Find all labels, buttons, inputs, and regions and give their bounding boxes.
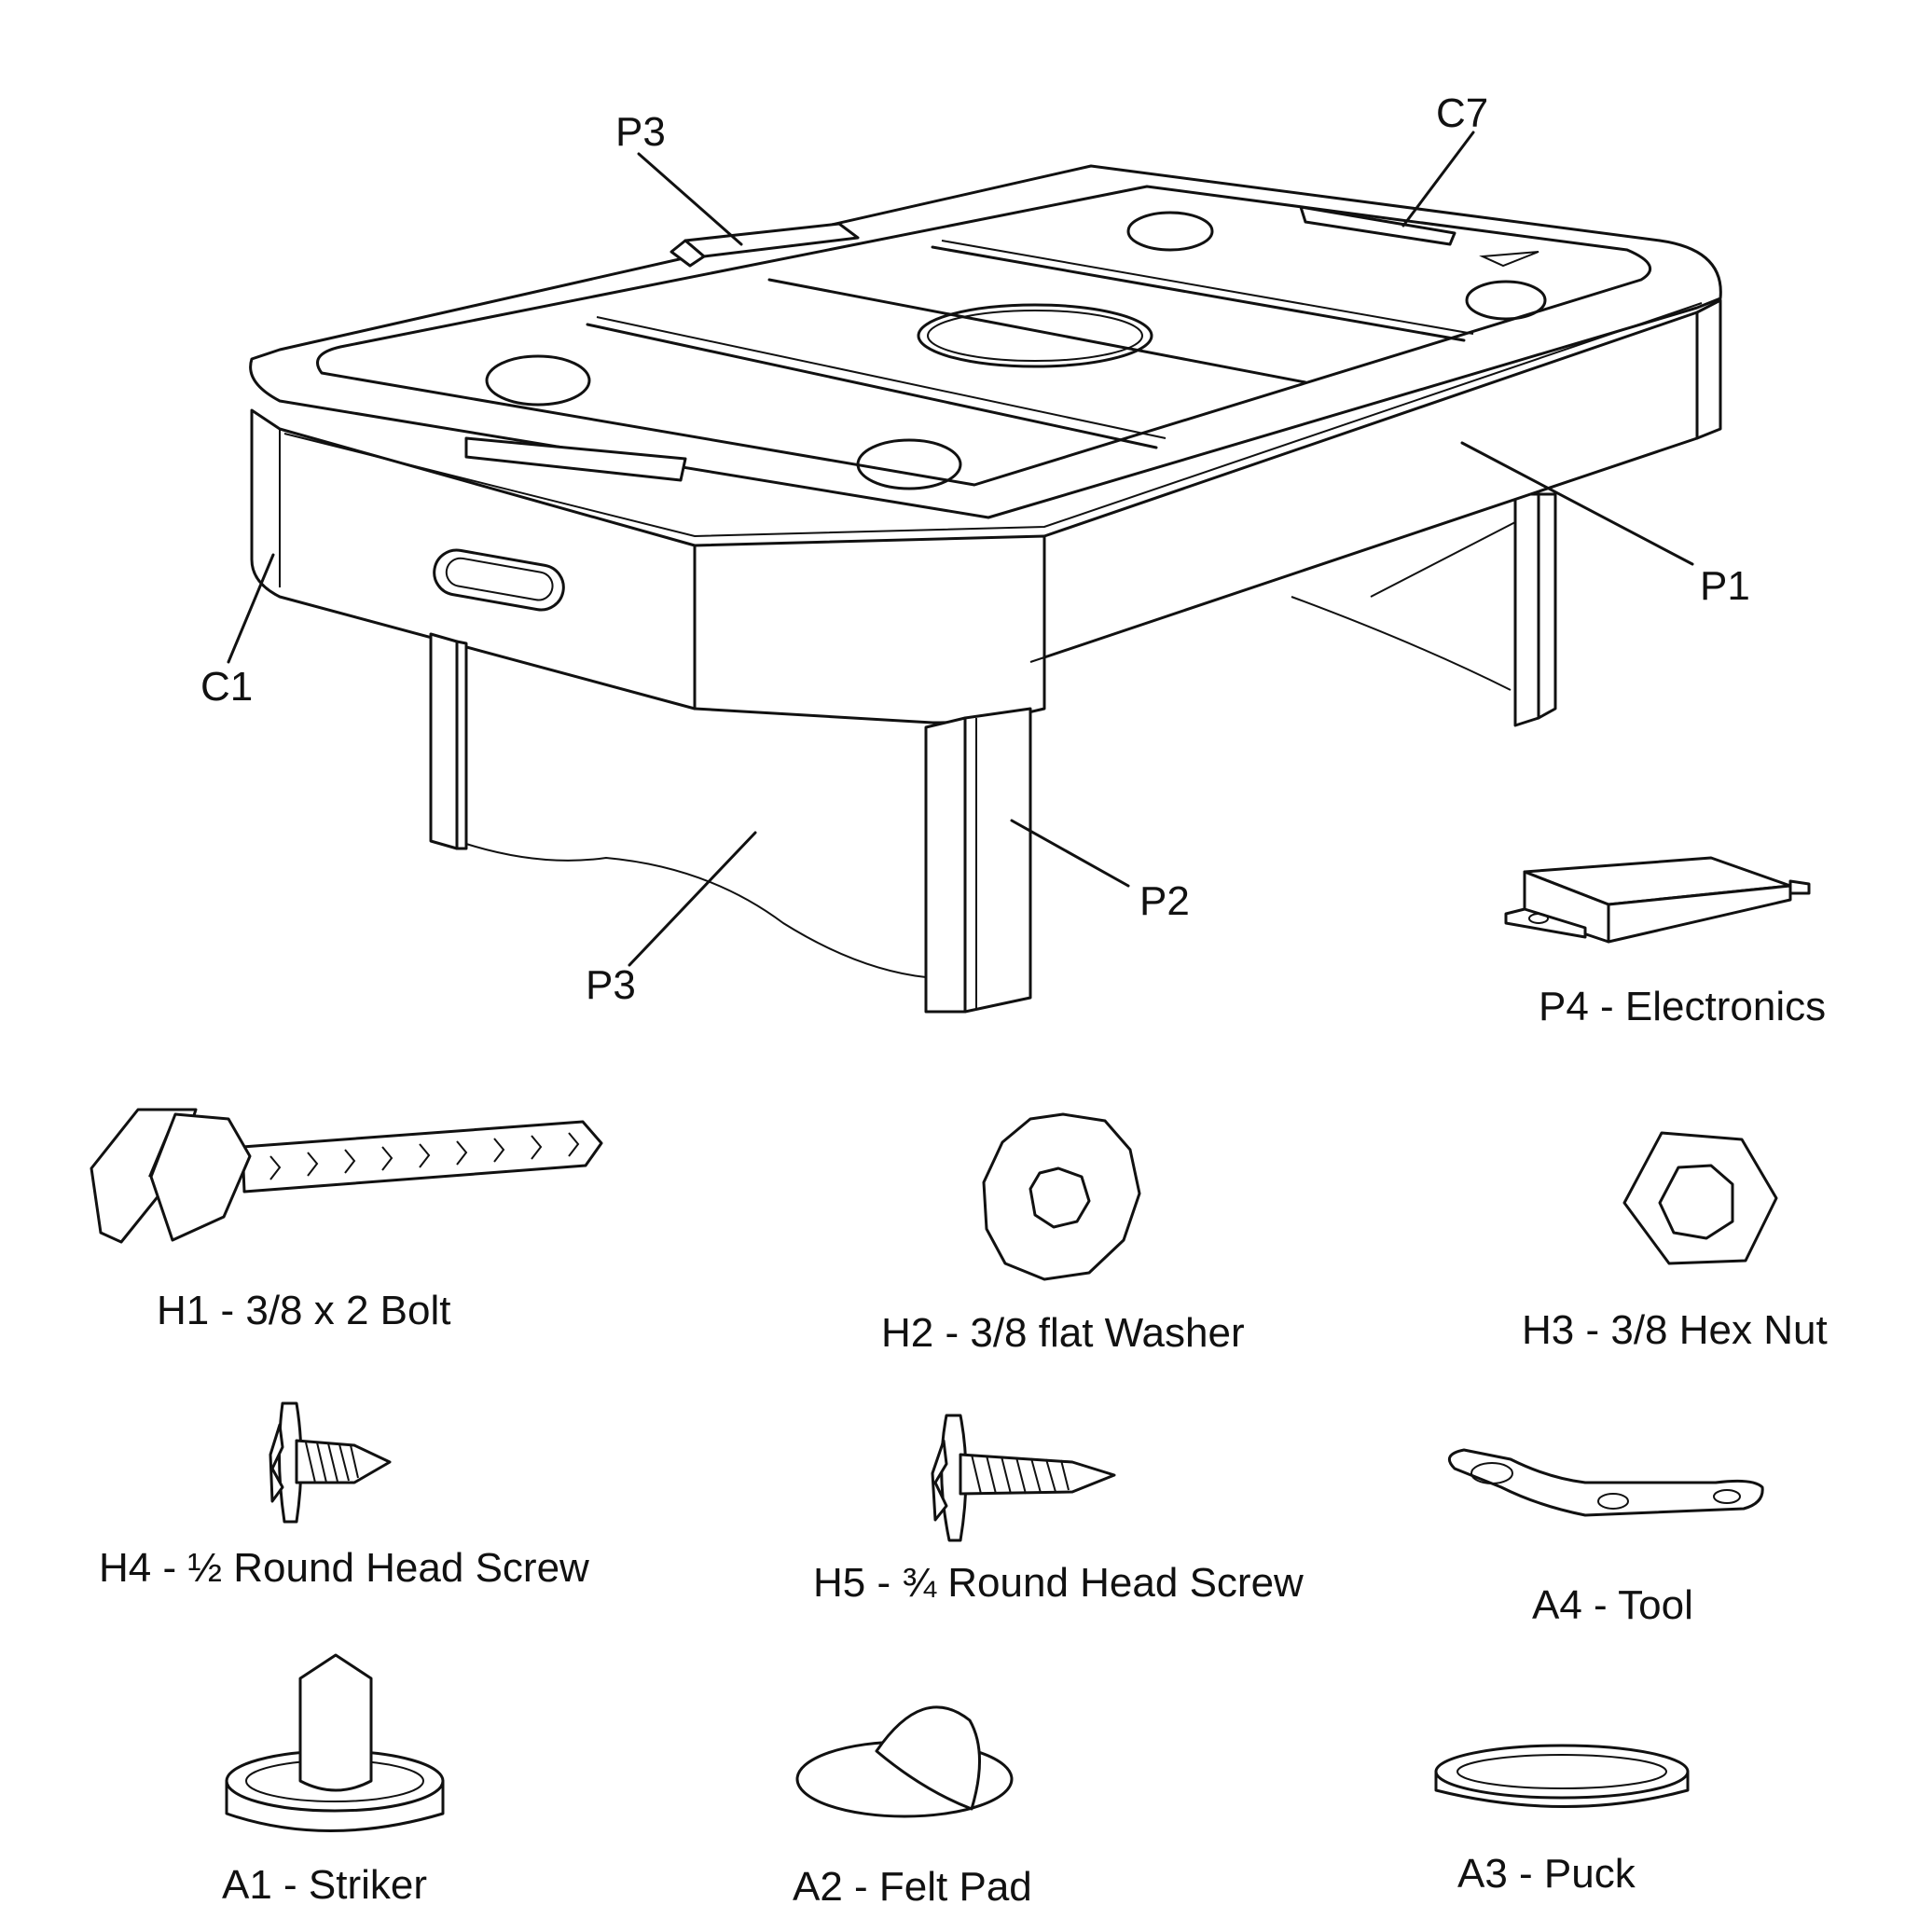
striker-icon (225, 1653, 445, 1832)
table-leg-front (924, 707, 1032, 1014)
felt-pad-icon (795, 1705, 1014, 1818)
round-head-screw-icon (931, 1414, 1116, 1542)
round-head-screw-icon (269, 1401, 392, 1524)
callout-leaders (227, 131, 1694, 967)
air-hockey-table (249, 164, 1722, 1014)
part-label-h4: H4 - ½ Round Head Screw (99, 1545, 589, 1591)
wrench-tool-icon (1447, 1448, 1764, 1517)
rail-scoreboard (670, 222, 860, 268)
puck-icon (1434, 1744, 1690, 1808)
hex-bolt-icon (90, 1108, 603, 1244)
part-label-h5: H5 - ¾ Round Head Screw (813, 1560, 1304, 1606)
part-label-h1: H1 - 3/8 x 2 Bolt (157, 1288, 451, 1333)
callout-p3-bottom: P3 (586, 962, 636, 1008)
table-leg-front-left (429, 632, 468, 850)
electronics-module-icon (1504, 856, 1811, 944)
table-body (249, 164, 1722, 724)
part-label-p4: P4 - Electronics (1539, 984, 1827, 1029)
playfield-markings (464, 205, 1547, 490)
callout-p2: P2 (1139, 878, 1190, 924)
hex-nut-icon (1622, 1131, 1778, 1265)
part-label-h2: H2 - 3/8 flat Washer (881, 1310, 1245, 1356)
part-label-h3: H3 - 3/8 Hex Nut (1522, 1307, 1828, 1353)
part-label-a1: A1 - Striker (222, 1862, 428, 1908)
table-leg-back-right (1513, 492, 1557, 727)
flat-washer-icon (982, 1112, 1141, 1281)
callout-c1: C1 (200, 664, 254, 710)
part-label-a4: A4 - Tool (1532, 1582, 1693, 1628)
callout-p1: P1 (1700, 563, 1750, 609)
part-label-a3: A3 - Puck (1457, 1851, 1636, 1897)
callout-c7: C7 (1436, 90, 1489, 136)
callout-p3-top: P3 (615, 109, 666, 155)
part-label-a2: A2 - Felt Pad (793, 1864, 1032, 1910)
